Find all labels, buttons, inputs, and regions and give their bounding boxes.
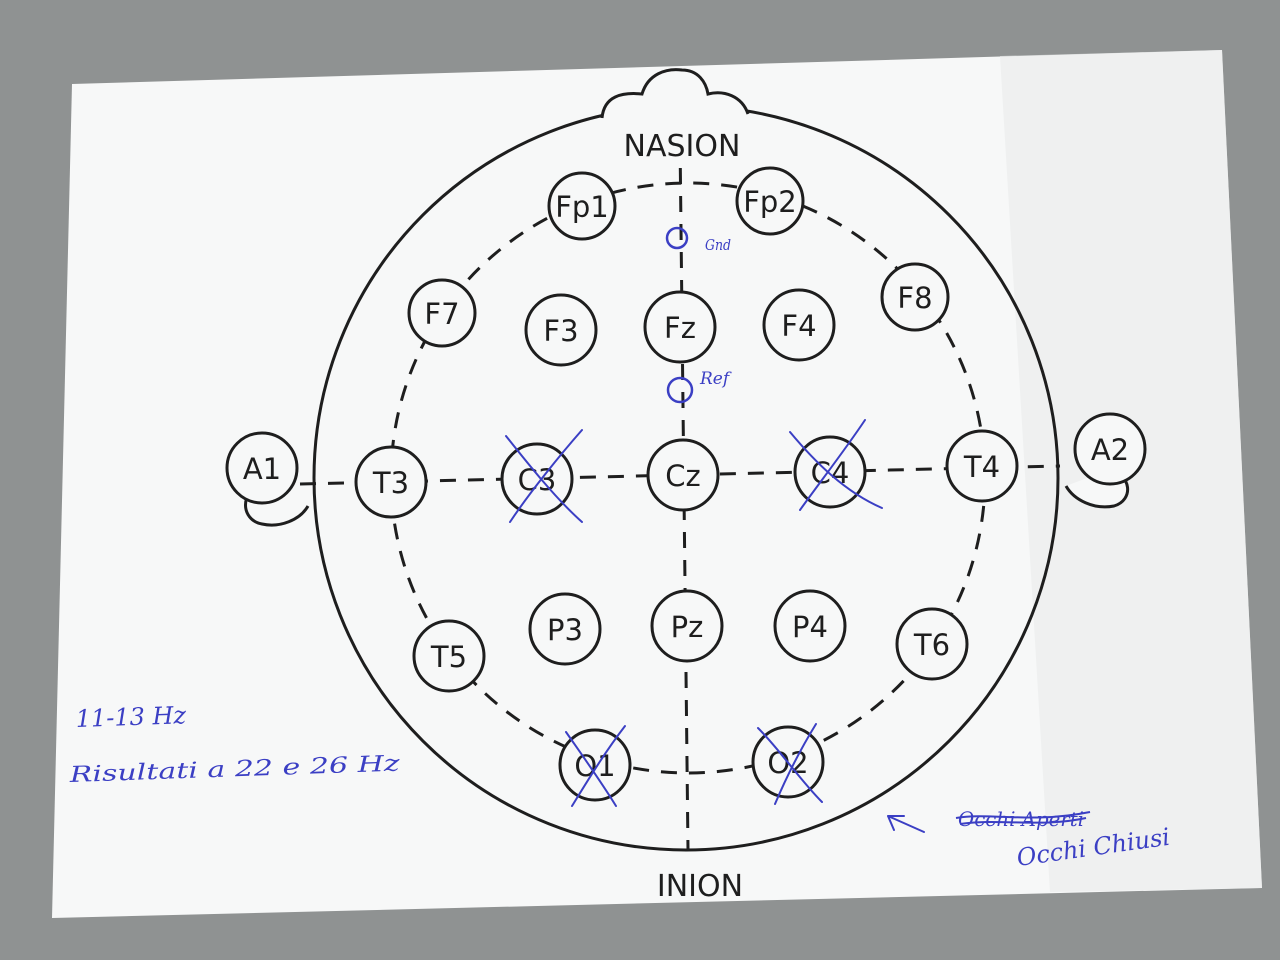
- electrode-t4-label: T4: [963, 450, 1000, 484]
- electrode-f4: F4: [762, 288, 836, 362]
- electrode-cz-label: Cz: [665, 459, 700, 493]
- nose: [600, 68, 750, 119]
- electrode-t3: T3: [354, 445, 428, 519]
- electrode-t4: T4: [945, 429, 1019, 503]
- electrode-p4-label: P4: [792, 610, 828, 644]
- electrode-fp1: Fp1: [547, 171, 617, 241]
- electrode-o1: O1: [558, 728, 632, 802]
- electrode-c4: C4: [793, 435, 867, 509]
- electrode-t5: T5: [412, 619, 486, 693]
- electrode-f3: F3: [524, 293, 598, 367]
- electrode-f3-label: F3: [543, 314, 578, 348]
- electrode-f7-label: F7: [424, 297, 459, 331]
- electrode-t6: T6: [895, 607, 969, 681]
- electrode-fz-label: Fz: [664, 311, 696, 345]
- strike-through-scribble: [955, 811, 1091, 825]
- cross-mark-c4: [789, 419, 883, 511]
- electrode-f7: F7: [407, 278, 477, 348]
- electrode-pz: Pz: [650, 589, 724, 663]
- electrode-fp2-label: Fp2: [743, 185, 797, 219]
- electrode-fp2: Fp2: [735, 166, 805, 236]
- frequency-note: 11-13 Hz: [75, 701, 187, 733]
- arrow-mark: [887, 815, 925, 833]
- electrode-t3-label: T3: [372, 466, 409, 500]
- electrode-p4: P4: [773, 589, 847, 663]
- ground-marker: [665, 226, 689, 250]
- electrode-fz: Fz: [643, 290, 717, 364]
- ref-handwriting: Ref: [699, 369, 732, 389]
- struck-word: Occhi Aperti: [958, 807, 1084, 831]
- electrode-p3: P3: [528, 592, 602, 666]
- electrode-pz-label: Pz: [671, 610, 704, 644]
- electrode-p3-label: P3: [547, 613, 583, 647]
- electrode-cz: Cz: [646, 438, 720, 512]
- electrode-a1: A1: [225, 431, 299, 505]
- inion-label: INION: [657, 869, 743, 904]
- electrode-f8: F8: [880, 262, 950, 332]
- electrode-a1-label: A1: [243, 452, 281, 486]
- cross-mark-o2: [757, 723, 823, 805]
- electrode-f8-label: F8: [897, 281, 932, 315]
- gnd-handwriting: Gnd: [705, 236, 731, 254]
- dashed-midline: [678, 139, 690, 851]
- electrode-a2-label: A2: [1091, 433, 1129, 467]
- reference-marker: [666, 376, 694, 404]
- pen-cross-marks: [505, 419, 883, 807]
- cross-mark-o1: [565, 725, 626, 807]
- cross-mark-c3: [505, 429, 583, 523]
- electrode-t6-label: T6: [913, 628, 950, 662]
- electrode-a2: A2: [1073, 412, 1147, 486]
- nasion-label: NASION: [624, 129, 741, 164]
- electrode-fp1-label: Fp1: [555, 190, 609, 224]
- electrode-t5-label: T5: [430, 640, 467, 674]
- electrode-f4-label: F4: [781, 309, 816, 343]
